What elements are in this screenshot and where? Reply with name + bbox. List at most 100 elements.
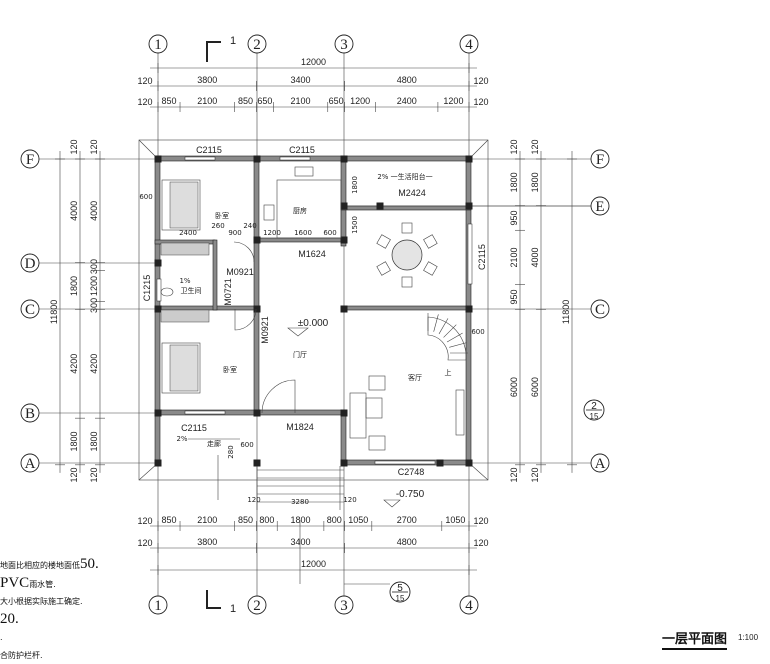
dim-right-detail-1: 950 (509, 210, 519, 225)
bedroom-dim: 240 (243, 222, 256, 230)
column (466, 460, 473, 467)
axis-bubble-right-F-label: F (596, 152, 604, 168)
column (341, 306, 348, 313)
dim-top-detail-6: 1200 (350, 96, 370, 106)
dim-bottom-detail-3: 800 (259, 515, 274, 525)
dim-bottom-axis-1: 3400 (291, 537, 311, 547)
bed-cover-icon (170, 345, 198, 391)
column (341, 410, 348, 417)
dim-left-detail-3: 300 (89, 298, 99, 313)
dim-bottom-detail-0: 850 (161, 515, 176, 525)
level-label: -0.750 (396, 489, 425, 500)
stair-step (447, 333, 463, 342)
bedroom-dim: 260 (211, 222, 224, 230)
staircase-icon (428, 317, 466, 360)
door-label: M0921 (260, 316, 270, 344)
dim-bottom-detail-1: 2100 (197, 515, 217, 525)
dim-left-overall-0: 11800 (49, 300, 59, 324)
dim-bottom-axis-2: 4800 (397, 537, 417, 547)
door-swing-bath (234, 242, 254, 262)
note-6: 合防护栏杆. (0, 647, 99, 664)
kitchen-dim: 600 (323, 229, 336, 237)
column (466, 306, 473, 313)
bath-slope: 1% (179, 277, 190, 285)
room-label-living: 客厅 (408, 373, 422, 382)
dim-right-detail-3: 950 (509, 289, 519, 304)
column (254, 306, 261, 313)
balcony-label: 2% 一生活阳台一 (377, 172, 432, 181)
dim-edge-bottom: 120 (69, 467, 79, 482)
balcony-dim: 1800 (351, 176, 359, 194)
corridor-slope: 2% (176, 435, 187, 443)
section-mark-top-label: 1 (230, 35, 236, 47)
axis-bubble-right-E-label: E (595, 199, 604, 215)
dim-left-axis-3: 1800 (69, 431, 79, 451)
column (341, 156, 348, 163)
column (254, 410, 261, 417)
room-label-kitchen: 厨房 (293, 206, 307, 215)
eave-dim: 600 (139, 193, 152, 201)
window (280, 157, 310, 160)
dim-edge-bottom: 120 (509, 467, 519, 482)
dim-top-detail-1: 2100 (197, 96, 217, 106)
stair-step (444, 325, 457, 338)
column (341, 203, 348, 210)
dim-bottom-detail-2: 850 (238, 515, 253, 525)
room-label-bedroom: 卧室 (223, 365, 237, 374)
dim-edge-right: 120 (473, 538, 488, 548)
drawing-scale: 1:100 (738, 633, 758, 642)
dim-left-axis-1: 1800 (69, 276, 79, 296)
dim-edge-right: 120 (473, 516, 488, 526)
armchair-icon (369, 436, 385, 450)
door-label: M1624 (298, 249, 326, 259)
dim-top-detail-5: 650 (329, 96, 344, 106)
dim-top-detail-2: 850 (238, 96, 253, 106)
door-label: M1824 (286, 422, 314, 432)
column (155, 410, 162, 417)
dim-right-detail-2: 2100 (509, 247, 519, 267)
door-swing-bedroom (235, 309, 256, 330)
sofa-icon (350, 393, 366, 438)
window-label: C1215 (142, 275, 152, 302)
stair-step (434, 314, 439, 331)
dining-table-icon (392, 240, 422, 270)
axis-bubble-left-C-label: C (25, 302, 35, 318)
detail-ref-5-sheet: 15 (396, 594, 405, 603)
column (466, 156, 473, 163)
dim-right-axis-2: 6000 (530, 377, 540, 397)
dim-bottom-detail-8: 1050 (445, 515, 465, 525)
dim-left-detail-2: 1200 (89, 276, 99, 296)
column (155, 260, 162, 267)
dim-edge-top: 120 (509, 139, 519, 154)
column (437, 460, 444, 467)
armchair-icon (369, 376, 385, 390)
dim-bottom-detail-5: 800 (327, 515, 342, 525)
balcony-dim: 1500 (351, 216, 359, 234)
detail-ref-2-num: 2 (591, 401, 597, 412)
window (468, 224, 472, 284)
axis-bubble-left-A-label: A (25, 456, 36, 472)
dim-bottom-overall-0: 12000 (301, 559, 326, 569)
dim-left-detail-4: 4200 (89, 354, 99, 374)
sink-icon (295, 167, 313, 176)
dim-top-detail-7: 2400 (397, 96, 417, 106)
steps-dim: 120 (247, 496, 260, 504)
dim-edge-right: 120 (473, 97, 488, 107)
dim-bottom-detail-6: 1050 (348, 515, 368, 525)
dim-left-detail-0: 4000 (89, 201, 99, 221)
dim-right-overall-0: 11800 (561, 300, 571, 324)
axis-bubble-right-C-label: C (595, 302, 605, 318)
dim-edge-left: 120 (137, 97, 152, 107)
dim-edge-top: 120 (69, 139, 79, 154)
dining-chair-icon (402, 223, 412, 233)
axis-bubble-top-3-label: 3 (340, 37, 348, 53)
wardrobe-icon (161, 243, 209, 255)
window (157, 279, 161, 301)
axis-bubble-top-1-label: 1 (154, 37, 162, 53)
detail-ref-5-num: 5 (397, 583, 403, 594)
dim-left-axis-2: 4200 (69, 354, 79, 374)
wall (155, 410, 346, 415)
dim-top-axis-1: 3400 (291, 75, 311, 85)
eave-dim: 600 (471, 328, 484, 336)
